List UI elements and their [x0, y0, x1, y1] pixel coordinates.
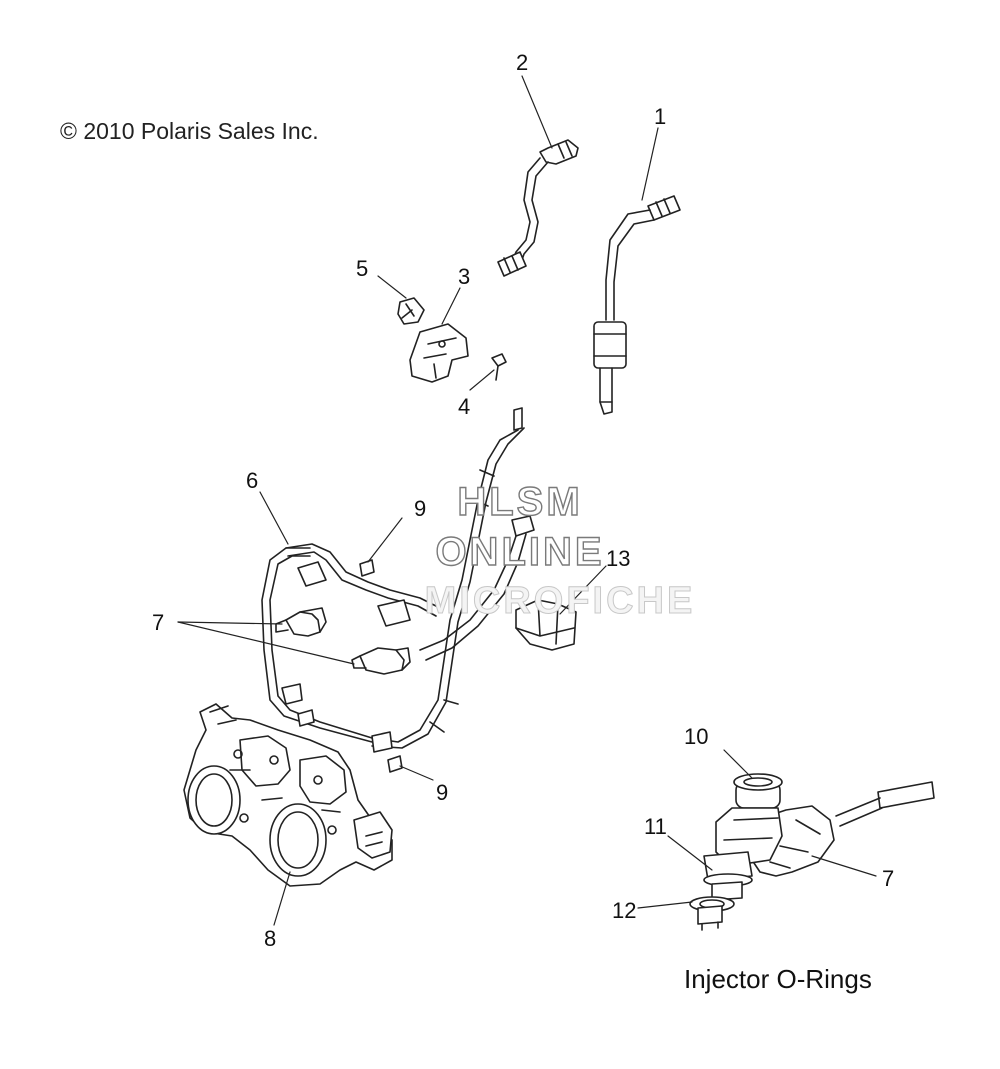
part-8-throttle-body[interactable]	[183, 703, 393, 887]
part-3-bracket[interactable]	[409, 323, 469, 383]
callout-4: 4	[458, 394, 470, 419]
part-9-bolt-lower[interactable]	[387, 755, 403, 773]
callout-3: 3	[458, 264, 470, 289]
copyright-text: © 2010 Polaris Sales Inc.	[60, 118, 319, 144]
part-4-screw[interactable]	[491, 353, 507, 381]
callout-12: 12	[612, 898, 636, 923]
part-7-injector-lower[interactable]	[351, 647, 411, 675]
leader-lines	[177, 75, 877, 926]
part-5-clip[interactable]	[397, 297, 425, 325]
callout-labels: 2 1 5 3 4 6 9 7 13 9 8 10 11 7 12	[152, 50, 894, 951]
watermark-line-3: MICROFICHE	[424, 580, 696, 623]
watermark-line-1: HLSM	[457, 479, 583, 524]
detail-caption: Injector O-Rings	[684, 964, 872, 994]
callout-7-right: 7	[882, 866, 894, 891]
bolt-small[interactable]	[297, 709, 315, 727]
part-7-injector-upper[interactable]	[275, 607, 327, 637]
callout-13: 13	[606, 546, 630, 571]
callout-8: 8	[264, 926, 276, 951]
part-6-fuel-rail[interactable]	[261, 407, 535, 753]
part-2-fuel-hose[interactable]	[497, 139, 579, 277]
part-1-fuel-line[interactable]	[593, 195, 681, 415]
injector-detail[interactable]	[689, 773, 935, 931]
callout-7-left: 7	[152, 610, 164, 635]
callout-10: 10	[684, 724, 708, 749]
callout-5: 5	[356, 256, 368, 281]
callout-9-lower: 9	[436, 780, 448, 805]
callout-6: 6	[246, 468, 258, 493]
watermark-line-2: ONLINE	[435, 529, 605, 574]
callout-2: 2	[516, 50, 528, 75]
callout-1: 1	[654, 104, 666, 129]
callout-9-upper: 9	[414, 496, 426, 521]
callout-11: 11	[644, 814, 667, 839]
